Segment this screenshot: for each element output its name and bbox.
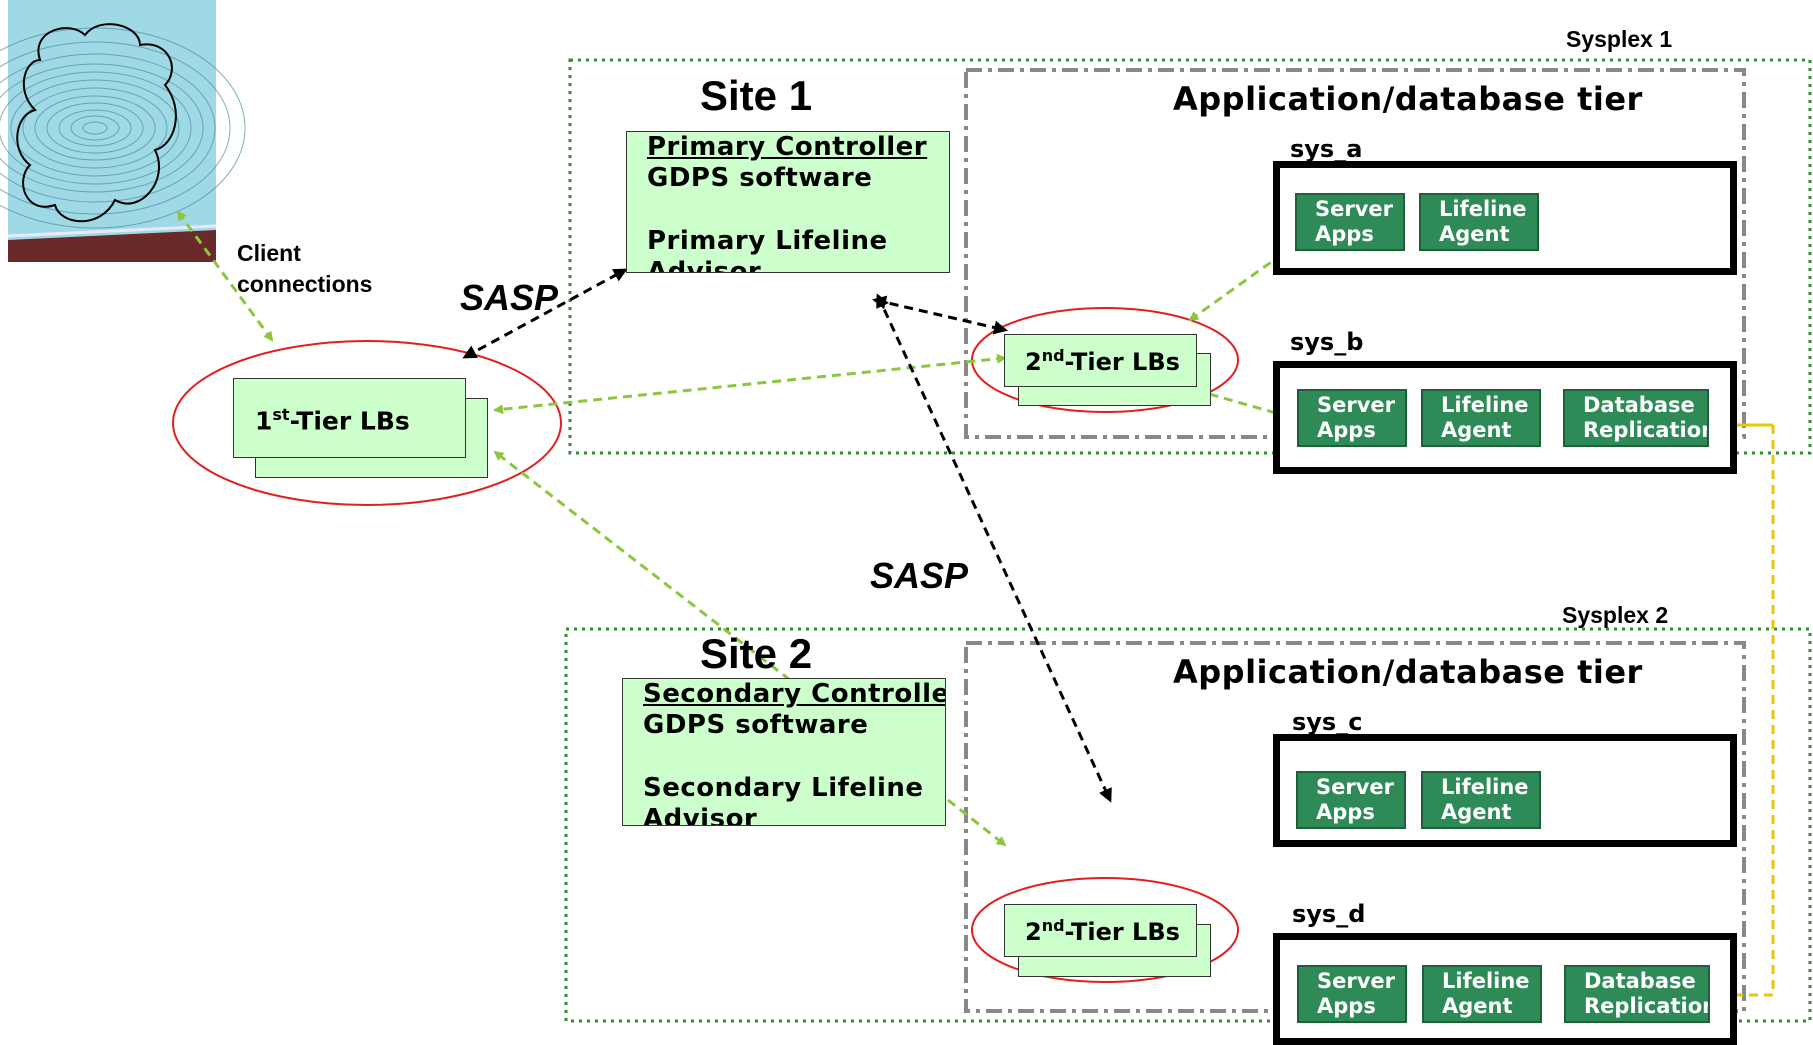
site2-second-tier-ellipse xyxy=(971,877,1239,983)
client-connections-line1: Client xyxy=(237,240,301,266)
site1-tier-title: Application/database tier xyxy=(1173,80,1643,118)
first-tier-ellipse xyxy=(172,340,562,506)
site1-second-tier-label: 2nd-Tier LBs xyxy=(1025,346,1180,376)
secondary-controller-box: Secondary Controller GDPS software Secon… xyxy=(622,678,946,826)
secondary-advisor-line: Advisor xyxy=(643,804,758,826)
client-connections-label: Client connections xyxy=(237,238,372,300)
sys-c-label: sys_c xyxy=(1292,708,1363,736)
site2-tier-boundary xyxy=(964,641,1746,1013)
secondary-lifeline-line: Secondary Lifeline xyxy=(643,773,924,803)
primary-controller-header: Primary Controller xyxy=(647,132,928,162)
sys-d-label: sys_d xyxy=(1292,900,1366,928)
lb1-to-lb2-site1-arrow xyxy=(493,353,1007,415)
site2-to-lb1-arrow xyxy=(493,450,791,682)
site2-tier-title: Application/database tier xyxy=(1173,653,1643,691)
site2-controller-to-lb2-arrow xyxy=(947,798,1007,847)
sys-b-label: sys_b xyxy=(1290,328,1364,356)
sasp-label-middle: SASP xyxy=(870,555,969,596)
site1-title: Site 1 xyxy=(700,72,813,119)
secondary-gdps-software: GDPS software xyxy=(643,710,869,740)
sys-a-label: sys_a xyxy=(1290,135,1363,163)
client-connection-arrow xyxy=(176,210,274,342)
primary-to-lb2-arrow xyxy=(872,295,1008,335)
site1-tier-boundary xyxy=(964,68,1746,439)
site2-title: Site 2 xyxy=(700,630,813,677)
sasp-label-top: SASP xyxy=(460,277,559,318)
primary-lifeline-line: Primary Lifeline xyxy=(647,226,888,256)
site2-second-tier-label: 2nd-Tier LBs xyxy=(1025,916,1180,946)
first-tier-lb-label: 1st-Tier LBs xyxy=(255,405,410,436)
network-cloud-icon xyxy=(0,0,246,262)
sasp-lb1-to-primary-arrow xyxy=(462,268,628,359)
secondary-controller-header: Secondary Controller xyxy=(643,679,946,709)
sysplex-2-boundary xyxy=(564,627,1812,1023)
sysplex-1-label: Sysplex 1 xyxy=(1566,26,1673,52)
primary-controller-box: Primary Controller GDPS software Primary… xyxy=(626,131,950,273)
primary-gdps-software: GDPS software xyxy=(647,163,873,193)
client-connections-line2: connections xyxy=(237,271,373,297)
site1-second-tier-lb[interactable]: 2nd-Tier LBs xyxy=(1004,334,1197,387)
sasp-primary-to-site2-arrow xyxy=(876,293,1112,803)
site2-second-tier-lb[interactable]: 2nd-Tier LBs xyxy=(1004,904,1197,957)
first-tier-lb[interactable]: 1st-Tier LBs xyxy=(233,378,466,458)
sysplex-2-label: Sysplex 2 xyxy=(1562,602,1669,628)
primary-advisor-line: Advisor xyxy=(647,257,762,273)
